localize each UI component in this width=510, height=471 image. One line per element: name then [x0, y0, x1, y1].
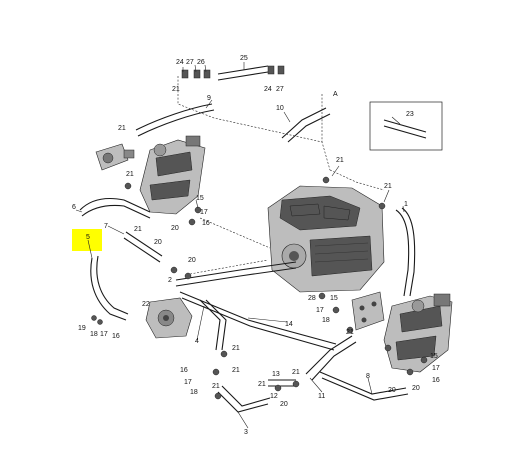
- callout-22: 22: [142, 301, 150, 308]
- callout-18: 18: [190, 389, 198, 396]
- callout-20: 20: [412, 385, 420, 392]
- callout-20: 20: [388, 387, 396, 394]
- callout-17: 17: [316, 307, 324, 314]
- callout-21: 21: [292, 369, 300, 376]
- callout-9: 9: [207, 95, 211, 102]
- callout-23: 23: [406, 111, 414, 118]
- callout-A: A: [333, 91, 338, 98]
- callout-24: 24: [264, 86, 272, 93]
- callout-14: 14: [285, 321, 293, 328]
- callout-21: 21: [172, 86, 180, 93]
- callout-20: 20: [188, 257, 196, 264]
- callout-21: 21: [346, 329, 354, 336]
- callout-20: 20: [171, 225, 179, 232]
- callout-21: 21: [126, 171, 134, 178]
- callout-27: 27: [276, 86, 284, 93]
- callout-25: 25: [240, 55, 248, 62]
- callout-21: 21: [134, 226, 142, 233]
- callout-21: 21: [212, 383, 220, 390]
- callout-17: 17: [200, 209, 208, 216]
- callout-20: 20: [154, 239, 162, 246]
- callout-21: 21: [232, 345, 240, 352]
- highlight-callout-5: [72, 229, 102, 251]
- callout-3: 3: [244, 429, 248, 436]
- inset-box-23: [369, 101, 443, 151]
- callout-2: 2: [168, 277, 172, 284]
- right-exhaust-manifold: [383, 293, 453, 373]
- seawater-pump: [145, 297, 193, 339]
- callout-5: 5: [86, 234, 90, 241]
- callout-20: 20: [280, 401, 288, 408]
- callout-8: 8: [366, 373, 370, 380]
- callout-labels: 24 27 26 25 21 24 27 9 10 A 23 21 21 21 …: [72, 55, 440, 436]
- callout-15: 15: [430, 353, 438, 360]
- callout-19: 19: [78, 325, 86, 332]
- callout-6: 6: [72, 204, 76, 211]
- hose-lines: [79, 65, 427, 413]
- callout-17: 17: [432, 365, 440, 372]
- left-exhaust-manifold: [139, 135, 206, 215]
- right-mounting-plate: [351, 291, 385, 331]
- leader-lines: [75, 62, 405, 429]
- callout-21: 21: [336, 157, 344, 164]
- callout-16: 16: [180, 367, 188, 374]
- callout-10: 10: [276, 105, 284, 112]
- callout-18: 18: [90, 331, 98, 338]
- callout-16: 16: [432, 377, 440, 384]
- callout-7: 7: [104, 223, 108, 230]
- callout-28: 28: [308, 295, 316, 302]
- engine-block: [267, 185, 385, 293]
- callout-21: 21: [384, 183, 392, 190]
- callout-18: 18: [322, 317, 330, 324]
- callout-15: 15: [330, 295, 338, 302]
- callout-1: 1: [404, 201, 408, 208]
- callout-21: 21: [258, 381, 266, 388]
- callout-24: 24: [176, 59, 184, 66]
- callout-26: 26: [197, 59, 205, 66]
- callout-27: 27: [186, 59, 194, 66]
- left-thermostat-housing: [95, 143, 135, 171]
- callout-16: 16: [112, 333, 120, 340]
- callout-13: 13: [272, 371, 280, 378]
- callout-17: 17: [100, 331, 108, 338]
- callout-4: 4: [195, 338, 199, 345]
- callout-21: 21: [232, 367, 240, 374]
- callout-16: 16: [202, 220, 210, 227]
- callout-17: 17: [184, 379, 192, 386]
- callout-11: 11: [318, 393, 325, 400]
- dashed-routing-lines: [177, 76, 385, 275]
- callout-12: 12: [270, 393, 278, 400]
- fittings: [91, 65, 428, 400]
- callout-15: 15: [196, 195, 204, 202]
- callout-21: 21: [118, 125, 126, 132]
